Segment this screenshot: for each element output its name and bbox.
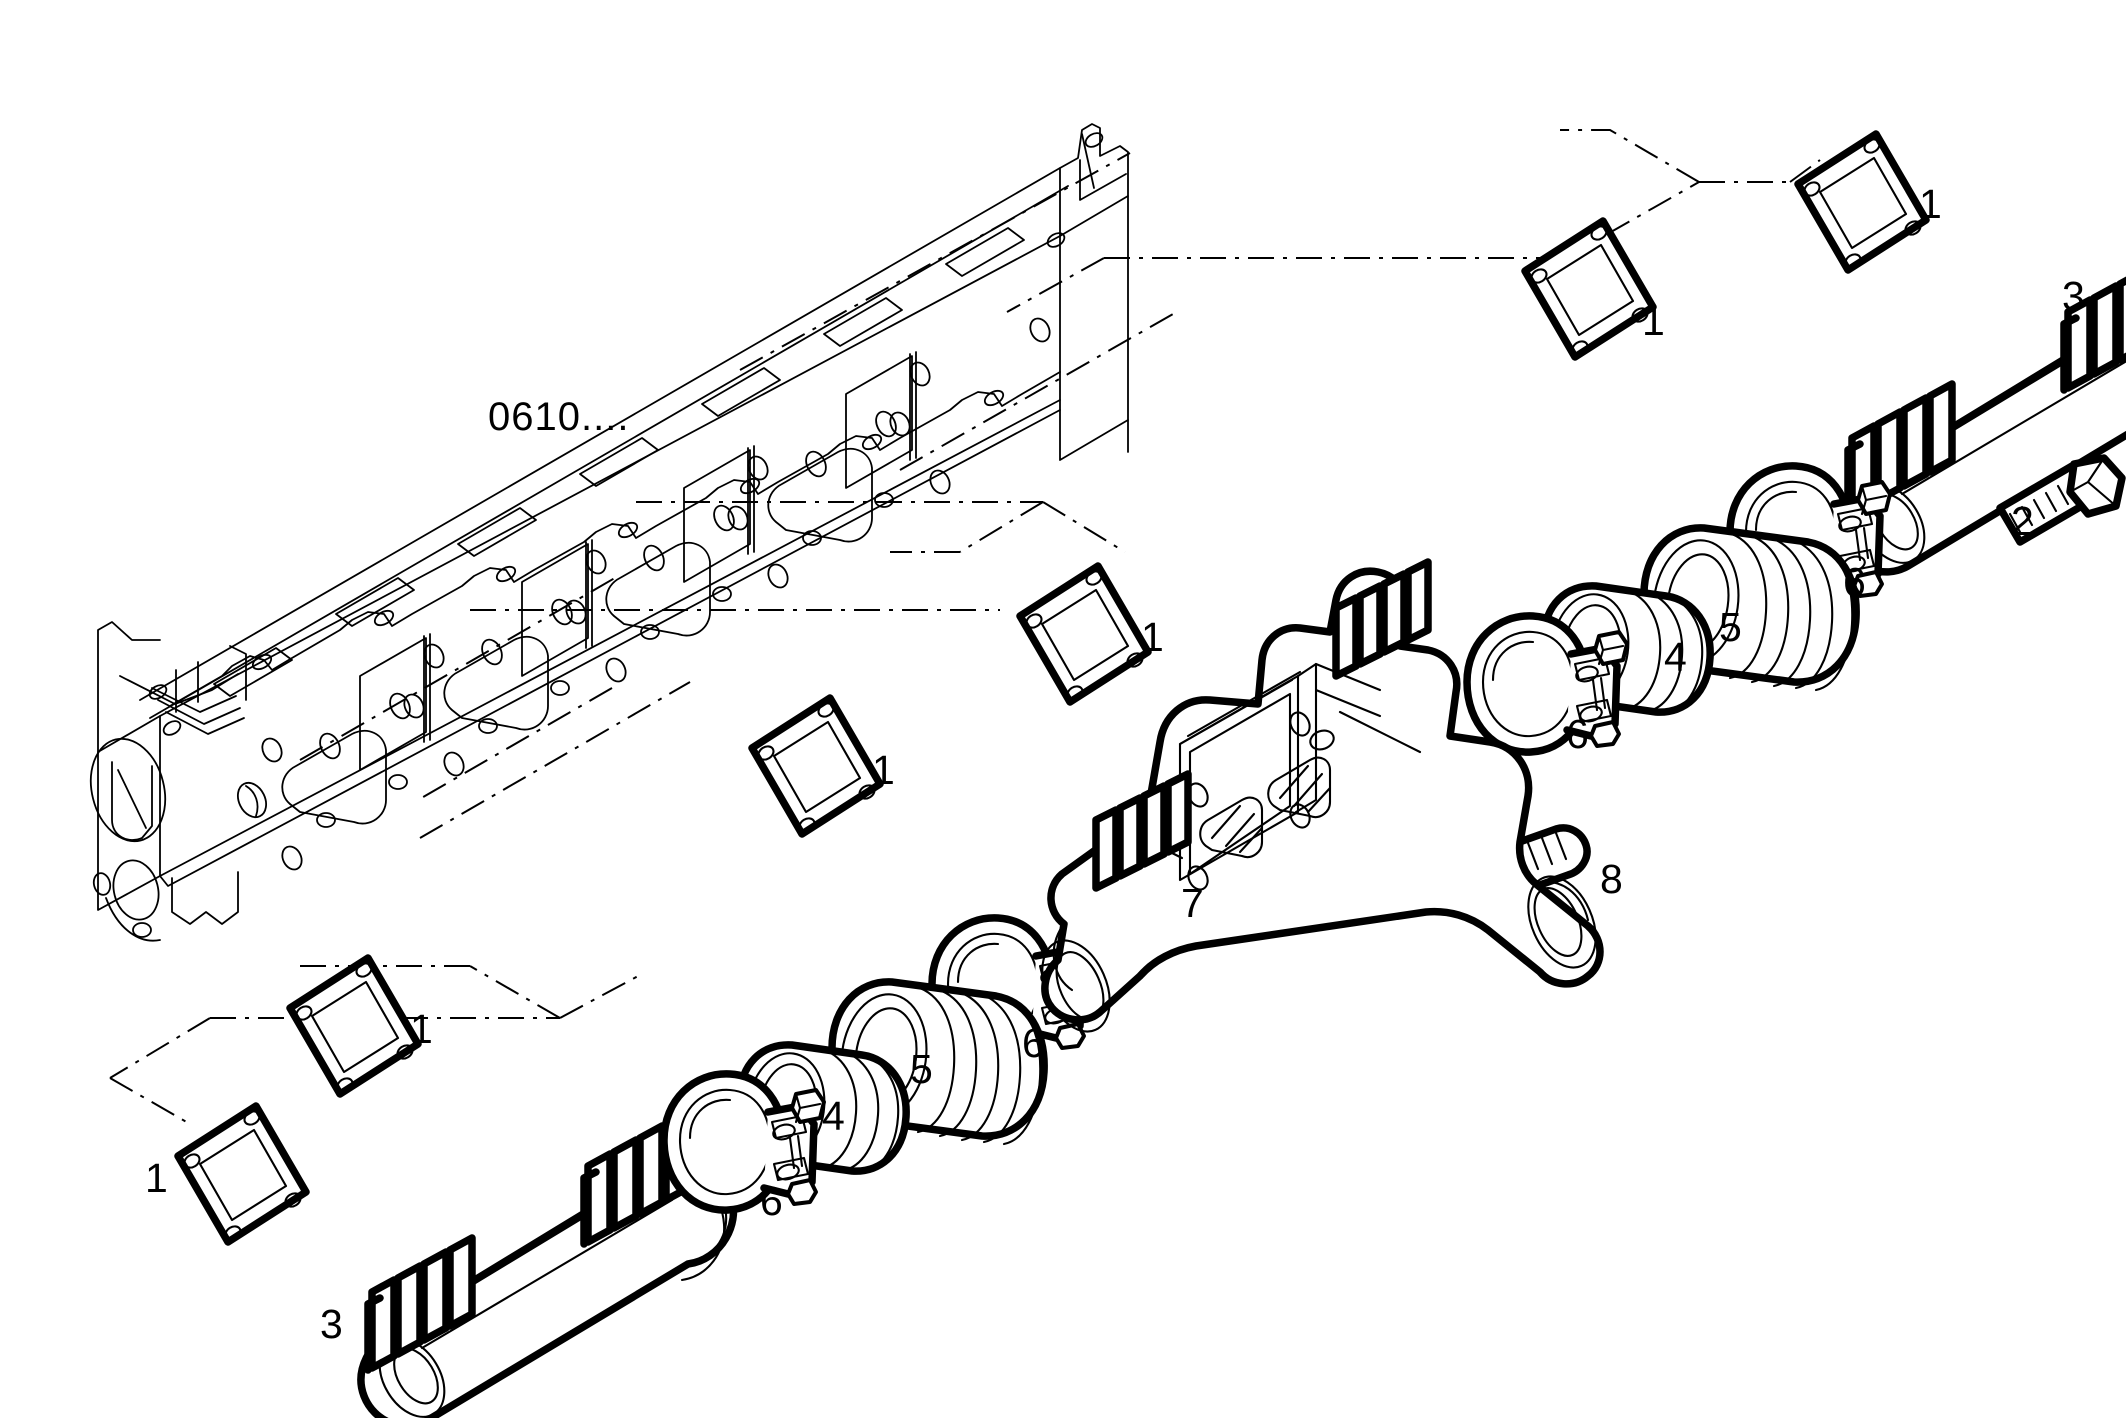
callout-6-lower-inner: 6 [760,1178,783,1224]
callout-7-center-manifold: 7 [1181,880,1204,926]
callout-1-lower-left-near: 1 [145,1155,168,1201]
manifold-center-section [1041,558,1604,1033]
callout-5-upper-bellows: 5 [1719,604,1742,650]
gasket-center-far [1020,566,1148,702]
clamp-upper-right-inner [1467,616,1627,752]
callout-5-lower-bellows: 5 [910,1046,933,1092]
callout-3-upper-right: 3 [2062,273,2085,319]
gasket-upper-right-near [1525,221,1653,357]
callout-1-center-near: 1 [872,747,895,793]
callout-1-upper-right-far: 1 [1919,181,1942,227]
callout-6-upper-inner: 6 [1566,711,1589,757]
callout-4-upper-sleeve: 4 [1664,634,1687,680]
callout-2-hex-bolt: 2 [2011,498,2034,544]
callout-1-lower-left-far: 1 [410,1006,433,1052]
callout-1-center-far: 1 [1141,614,1164,660]
clamp-lower-left-inner [664,1074,824,1210]
gasket-center-near [752,698,880,834]
gasket-lower-left-near [178,1106,306,1242]
callout-1-upper-right-near: 1 [1642,298,1665,344]
cylinder-head-assembly [89,123,1129,942]
callout-6-lower-outer: 6 [1022,1020,1045,1066]
gasket-lower-left-far [290,958,418,1094]
callout-6-upper-outer: 6 [1843,559,1866,605]
callout-4-lower-sleeve: 4 [822,1093,845,1139]
gasket-upper-right-far [1798,134,1926,270]
callout-8-threaded-stud: 8 [1600,856,1623,902]
callout-3-lower-left: 3 [320,1301,343,1347]
group-code-label: 0610.... [488,395,629,439]
